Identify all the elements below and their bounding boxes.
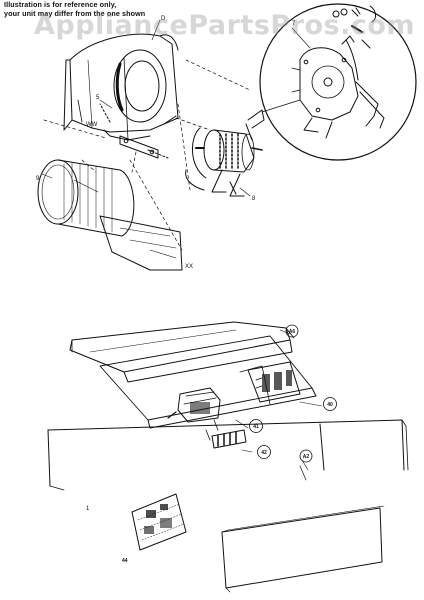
- leader-lines: [41, 19, 323, 471]
- callout-circle-42: [257, 445, 271, 459]
- label-side-mark: 1: [86, 506, 90, 512]
- label-housing: D: [161, 16, 166, 22]
- blower-housing: [63, 33, 179, 141]
- housing-base-panel: [99, 215, 183, 271]
- top-panel: [69, 321, 295, 383]
- callout-label-transformer: 41: [253, 424, 259, 430]
- callout-circle-41: [249, 419, 263, 433]
- control-box: [99, 335, 317, 449]
- circuit-board: [131, 493, 187, 551]
- callout-label-side: A2: [303, 454, 310, 460]
- label-housing-mark: WW: [86, 122, 98, 128]
- label-motor: 8: [252, 196, 256, 202]
- alignment-lines: [43, 59, 251, 251]
- housing-bracket: [99, 103, 169, 159]
- reference-note-line-2: your unit may differ from the one shown: [4, 9, 146, 18]
- label-bottom: XX: [185, 264, 193, 270]
- watermark-text: AppliancePartsPros.com: [34, 10, 416, 41]
- callout-label-top-panel: A6: [289, 329, 296, 335]
- label-wheel: 9: [36, 176, 40, 182]
- callout-label-board: 44: [122, 558, 128, 564]
- callout-label-terminal: 42: [261, 450, 267, 456]
- callout-circle-40: [323, 397, 337, 411]
- reference-note-line-1: Illustration is for reference only,: [4, 0, 117, 9]
- callout-circle-a6: [285, 324, 299, 338]
- callout-circle-a2: [299, 449, 313, 463]
- blower-motor: [185, 109, 265, 197]
- callout-label-relay: 40: [327, 402, 333, 408]
- cabinet-panel: [47, 419, 409, 491]
- motor-mount-detail: [259, 3, 417, 161]
- lower-cover: [221, 505, 385, 593]
- label-mount: 7: [292, 21, 296, 27]
- label-wheel-screw: 5: [96, 95, 100, 101]
- blower-wheel: [37, 159, 135, 237]
